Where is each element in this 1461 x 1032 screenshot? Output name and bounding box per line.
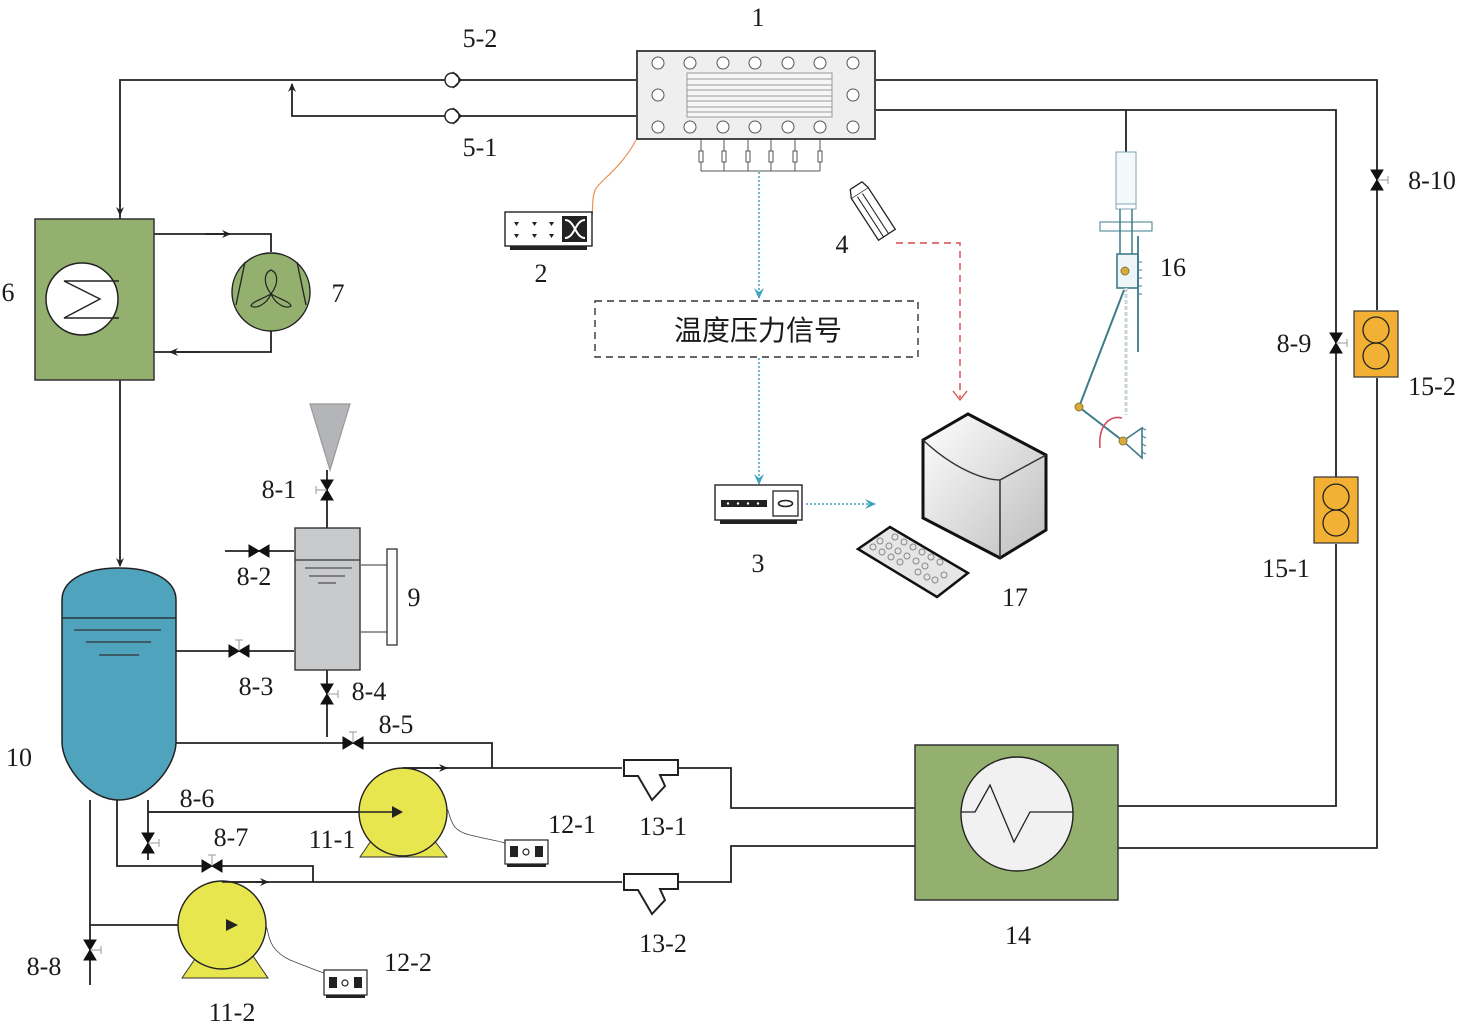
valve-8-5[interactable]: [342, 731, 364, 750]
fan[interactable]: [231, 252, 311, 332]
pump-controller-12-2[interactable]: [265, 924, 368, 998]
label-5-2: 5-2: [463, 24, 498, 53]
label-10: 10: [6, 743, 32, 772]
label-8-10: 8-10: [1408, 166, 1456, 195]
pipe-return-lower: [288, 83, 636, 117]
camera-signal-line: [896, 242, 961, 398]
valve-8-7[interactable]: [201, 854, 223, 873]
condenser[interactable]: [34, 218, 155, 381]
pump-11-2[interactable]: [177, 880, 269, 979]
label-5-1: 5-1: [463, 133, 498, 162]
flowmeter-15-1[interactable]: [1313, 476, 1359, 544]
label-3: 3: [752, 549, 765, 578]
data-acquisition[interactable]: [714, 484, 803, 524]
pipes: [89, 79, 1378, 985]
heat-exchanger-coil-icon: [63, 280, 119, 319]
component-labels: 1 2 3 4 5-1 5-2 6 7 8-1 8-2 8-3 8-4 8-5 …: [2, 3, 1456, 1027]
preheater[interactable]: [914, 744, 1119, 901]
label-8-3: 8-3: [239, 672, 274, 701]
label-2: 2: [535, 259, 548, 288]
computer[interactable]: [855, 412, 1048, 599]
pipe-return-upper: [116, 79, 636, 216]
heater-element-icon: [961, 783, 1073, 844]
label-4: 4: [836, 230, 849, 259]
thermocouples: [698, 140, 823, 172]
pipe-fan-in: [154, 330, 272, 353]
test-section[interactable]: [636, 50, 876, 172]
pipe-right-outer: [876, 79, 1378, 310]
label-15-1: 15-1: [1262, 554, 1310, 583]
signal-lines: [589, 139, 968, 509]
valve-8-6[interactable]: [141, 832, 160, 854]
label-11-1: 11-1: [309, 825, 356, 854]
valve-8-8[interactable]: [83, 939, 102, 961]
tilt-mechanism[interactable]: [1074, 151, 1153, 460]
power-supply[interactable]: [504, 211, 593, 250]
signal-box-label: 温度压力信号: [674, 314, 842, 347]
pipe-right-inner: [876, 109, 1337, 478]
label-8-6: 8-6: [180, 784, 215, 813]
label-11-2: 11-2: [209, 998, 256, 1027]
pump-controller-12-1[interactable]: [446, 807, 549, 867]
label-8-2: 8-2: [237, 562, 272, 591]
valve-8-3[interactable]: [228, 639, 250, 658]
label-14: 14: [1005, 921, 1031, 950]
label-16: 16: [1160, 253, 1186, 282]
check-valve-5-2[interactable]: [444, 71, 462, 89]
label-8-5: 8-5: [379, 710, 414, 739]
label-9: 9: [408, 583, 421, 612]
pipe-fan-out: [154, 233, 272, 252]
pump-11-1[interactable]: [148, 767, 449, 858]
label-7: 7: [332, 279, 345, 308]
label-15-2: 15-2: [1408, 372, 1456, 401]
label-8-8: 8-8: [27, 952, 62, 981]
label-8-1: 8-1: [262, 475, 297, 504]
label-13-2: 13-2: [639, 929, 687, 958]
check-valve-5-1[interactable]: [444, 107, 462, 125]
label-1: 1: [752, 3, 765, 32]
fan-blades-icon: [250, 269, 292, 308]
signal-box: 温度压力信号: [594, 300, 919, 358]
valve-8-2[interactable]: [248, 544, 270, 558]
valve-8-10[interactable]: [1370, 169, 1389, 191]
label-13-1: 13-1: [639, 812, 687, 841]
label-8-7: 8-7: [214, 823, 249, 852]
valve-8-4[interactable]: [320, 683, 339, 705]
valve-8-1[interactable]: [315, 479, 334, 501]
label-6: 6: [2, 278, 15, 307]
filter-13-2[interactable]: [623, 873, 679, 916]
label-12-1: 12-1: [548, 810, 596, 839]
power-wire: [589, 139, 637, 219]
storage-tank[interactable]: [61, 567, 177, 801]
filter-13-1[interactable]: [623, 759, 679, 802]
degassing-tank[interactable]: [294, 403, 398, 671]
sight-glass: [386, 548, 398, 646]
flowmeter-15-2[interactable]: [1353, 310, 1399, 378]
label-8-4: 8-4: [352, 677, 387, 706]
label-17: 17: [1002, 583, 1028, 612]
label-12-2: 12-2: [384, 948, 432, 977]
camera[interactable]: [847, 180, 897, 242]
funnel-icon: [309, 403, 351, 473]
keyboard-icon: [855, 525, 971, 599]
label-8-9: 8-9: [1277, 329, 1312, 358]
valve-8-9[interactable]: [1329, 332, 1348, 354]
